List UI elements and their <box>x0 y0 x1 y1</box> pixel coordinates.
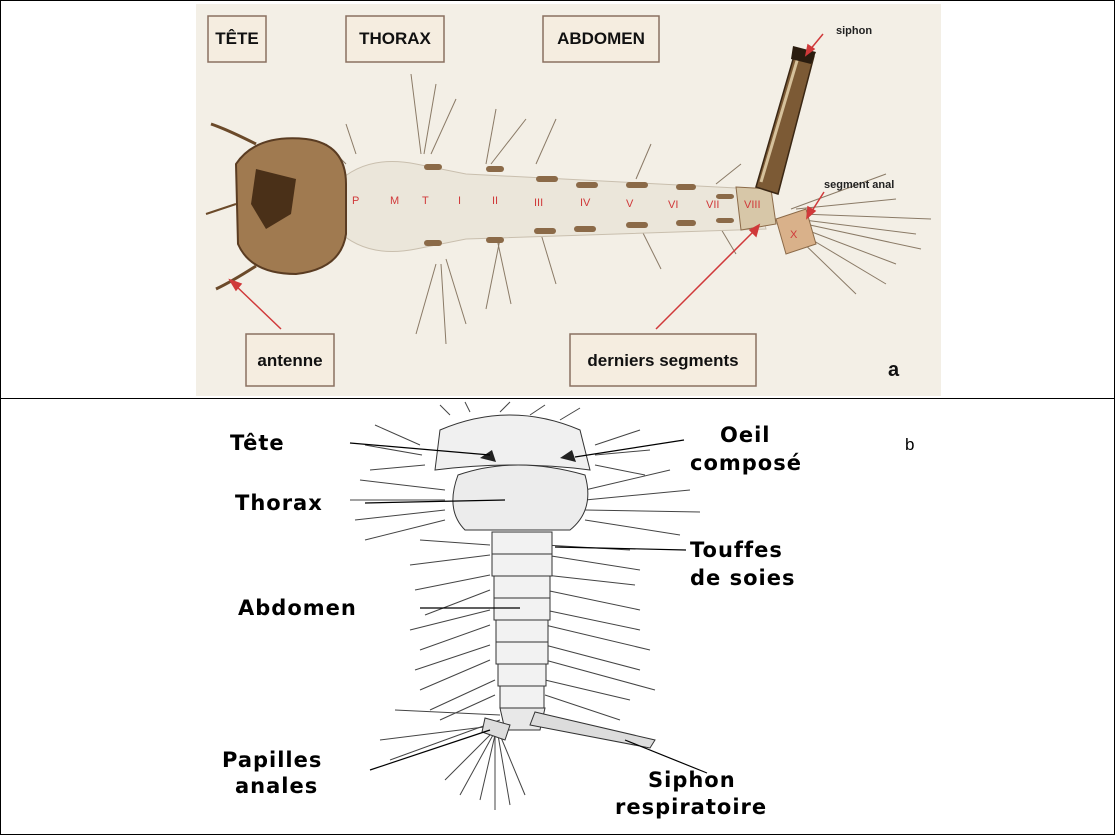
label-thorax: THORAX <box>359 29 431 48</box>
label-box-thorax: THORAX <box>346 16 444 62</box>
label-box-antenne: antenne <box>246 334 334 386</box>
seg-label-ii: II <box>492 195 498 207</box>
label-antenne: antenne <box>257 351 322 370</box>
label-box-derniers-segments: derniers segments <box>570 334 756 386</box>
label-touffes-line1: Touffes <box>690 538 783 562</box>
panel-divider <box>0 398 1115 399</box>
panel-b-tag: b <box>905 435 914 454</box>
label-papilles-line1: Papilles <box>222 748 322 772</box>
label-box-abdomen: ABDOMEN <box>543 16 659 62</box>
panel-a-larva-photo: P M T I II III IV V VI VII VIII X TÊTE T… <box>196 4 941 396</box>
drawing-siphon <box>530 712 655 748</box>
seg-label-iv: IV <box>580 197 591 209</box>
label-box-tete: TÊTE <box>208 16 266 62</box>
label-thorax-b: Thorax <box>235 491 323 515</box>
label-oeil-line1: Oeil <box>720 423 771 447</box>
drawing-head <box>435 415 590 470</box>
seg-label-vii: VII <box>706 199 719 211</box>
label-derniers-segments: derniers segments <box>587 351 738 370</box>
seg-label-i: I <box>458 195 461 207</box>
panel-b-larva-drawing: Tête Thorax Abdomen Oeil composé Touffes… <box>200 400 920 832</box>
label-tete: TÊTE <box>215 29 258 48</box>
panel-b-svg: Tête Thorax Abdomen Oeil composé Touffes… <box>200 400 920 832</box>
label-segment-anal: segment anal <box>824 179 894 191</box>
label-oeil-line2: composé <box>690 451 802 475</box>
label-siphon: siphon <box>836 25 872 37</box>
label-siphon-line2: respiratoire <box>615 795 767 819</box>
label-abdomen: ABDOMEN <box>557 29 645 48</box>
seg-label-t: T <box>422 195 429 207</box>
panel-a-tag: a <box>888 359 900 381</box>
seg-label-iii: III <box>534 197 543 209</box>
seg-label-vi: VI <box>668 199 678 211</box>
seg-label-v: V <box>626 198 634 210</box>
panel-a-svg: P M T I II III IV V VI VII VIII X TÊTE T… <box>196 4 941 396</box>
label-touffes-line2: de soies <box>690 566 795 590</box>
label-tete-b: Tête <box>230 431 285 455</box>
seg-label-viii: VIII <box>744 199 761 211</box>
seg-label-m: M <box>390 195 399 207</box>
label-abdomen-b: Abdomen <box>238 596 357 620</box>
seg-label-p: P <box>352 195 359 207</box>
label-papilles-line2: anales <box>235 774 318 798</box>
drawing-thorax <box>453 465 588 530</box>
label-siphon-line1: Siphon <box>648 768 736 792</box>
drawing-abdomen <box>492 532 552 708</box>
seg-label-x: X <box>790 229 798 241</box>
